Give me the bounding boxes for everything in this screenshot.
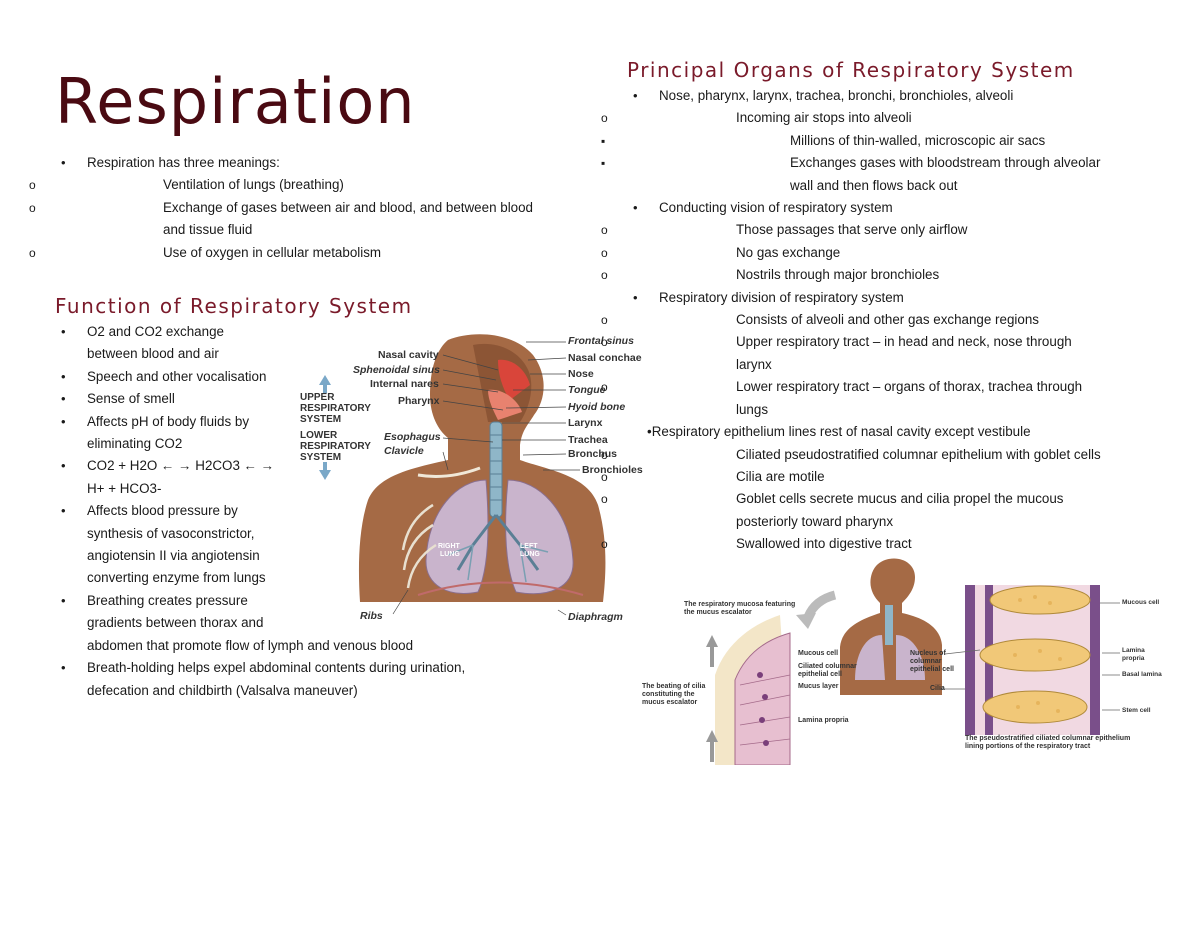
label-cilia: Cilia <box>930 685 945 692</box>
list-item-continued: lungs <box>736 401 769 417</box>
list-item: Nose, pharynx, larynx, trachea, bronchi,… <box>627 85 1187 108</box>
label-esophagus: Esophagus <box>384 431 441 443</box>
list-item: Speech and other vocalisation <box>55 366 595 389</box>
label-stem-cell: Stem cell <box>1122 707 1151 714</box>
list-item-continued: between blood and air <box>87 346 219 362</box>
label-diaphragm: Diaphragm <box>568 611 623 623</box>
list-item: CO2 + H2O ← → H2CO3 ← → <box>55 455 595 478</box>
label-lamina-propria-left: Lamina propria <box>798 717 849 724</box>
list-item-continued: H+ + HCO3- <box>87 480 162 496</box>
list-item: Sense of smell <box>55 388 595 411</box>
list-item: Consists of alveoli and other gas exchan… <box>601 309 1187 332</box>
label-mucus-layer: Mucus layer <box>798 683 839 690</box>
list-item: Nostrils through major bronchioles <box>601 264 1187 287</box>
list-item: Respiratory epithelium lines rest of nas… <box>627 421 1187 443</box>
list-item: No gas exchange <box>601 242 1187 265</box>
label-mucous-cell-left: Mucous cell <box>798 650 839 657</box>
list-item: Those passages that serve only airflow <box>601 219 1187 242</box>
label-ribs: Ribs <box>360 610 383 622</box>
label-basal-lamina: Basal lamina <box>1122 671 1162 678</box>
label-tongue: Tongue <box>568 384 606 396</box>
label-mucous-cell-right: Mucous cell <box>1122 599 1160 606</box>
list-item-continued: gradients between thorax and <box>87 615 264 631</box>
list-item: Respiratory division of respiratory syst… <box>627 287 1187 310</box>
label-pharynx: Pharynx <box>398 395 440 407</box>
list-item: Respiration has three meanings: <box>55 152 595 175</box>
list-item: Upper respiratory tract – in head and ne… <box>601 331 1187 354</box>
label-clavicle: Clavicle <box>384 445 424 457</box>
mucosa-illustration <box>706 558 1120 765</box>
label-sphenoidal-sinus: Sphenoidal sinus <box>353 364 440 376</box>
list-item: Breathing creates pressure <box>55 590 595 613</box>
list-item: Goblet cells secrete mucus and cilia pro… <box>601 488 1187 511</box>
list-item: Breath-holding helps expel abdominal con… <box>55 657 595 680</box>
list-item-continued: synthesis of vasoconstrictor, <box>87 525 255 541</box>
page-title: Respiration <box>55 65 416 138</box>
function-list: O2 and CO2 exchange between blood and ai… <box>55 321 595 702</box>
list-item-continued: converting enzyme from lungs <box>87 570 266 586</box>
list-item: Millions of thin-walled, microscopic air… <box>601 130 1187 153</box>
list-item: Swallowed into digestive tract <box>601 533 1187 556</box>
label-pseudostratified: The pseudostratified ciliated columnar e… <box>965 735 1131 750</box>
label-nose: Nose <box>568 368 594 380</box>
list-item-continued: eliminating CO2 <box>87 436 183 452</box>
list-item: Exchange of gases between air and blood,… <box>29 197 595 220</box>
organs-heading: Principal Organs of Respiratory System <box>627 58 1075 82</box>
list-item: Affects blood pressure by <box>55 500 595 523</box>
list-item-continued: angiotensin II via angiotensin <box>87 548 260 564</box>
list-item: Incoming air stops into alveoli <box>601 107 1187 130</box>
list-item: Lower respiratory tract – organs of thor… <box>601 376 1187 399</box>
list-item: Conducting vision of respiratory system <box>627 197 1187 220</box>
list-item: Use of oxygen in cellular metabolism <box>29 242 595 265</box>
intro-list: Respiration has three meanings: Ventilat… <box>29 152 595 265</box>
list-item: O2 and CO2 exchange <box>55 321 595 344</box>
list-item-continued: and tissue fluid <box>163 222 253 238</box>
function-heading: Function of Respiratory System <box>55 294 413 318</box>
list-item-continued: abdomen that promote flow of lymph and v… <box>87 637 414 653</box>
label-internal-nares: Internal nares <box>370 378 439 390</box>
label-bronchus: Bronchus <box>568 448 618 460</box>
list-item: Exchanges gases with bloodstream through… <box>601 152 1187 175</box>
label-trachea: Trachea <box>568 434 608 446</box>
list-item-continued: larynx <box>736 356 772 372</box>
list-item: Ventilation of lungs (breathing) <box>29 174 595 197</box>
organs-list: Nose, pharynx, larynx, trachea, bronchi,… <box>601 85 1187 556</box>
label-hyoid-bone: Hyoid bone <box>568 401 626 413</box>
label-nasal-cavity: Nasal cavity <box>378 349 439 361</box>
list-item-continued: defecation and childbirth (Valsalva mane… <box>87 682 358 698</box>
list-item-continued: posteriorly toward pharynx <box>736 513 894 529</box>
label-nasal-conchae: Nasal conchae <box>568 352 642 364</box>
list-item: Affects pH of body fluids by <box>55 411 595 434</box>
list-item: Cilia are motile <box>601 466 1187 489</box>
list-item: Ciliated pseudostratified columnar epith… <box>601 444 1187 467</box>
list-item-continued: wall and then flows back out <box>790 177 958 193</box>
label-larynx: Larynx <box>568 417 603 429</box>
